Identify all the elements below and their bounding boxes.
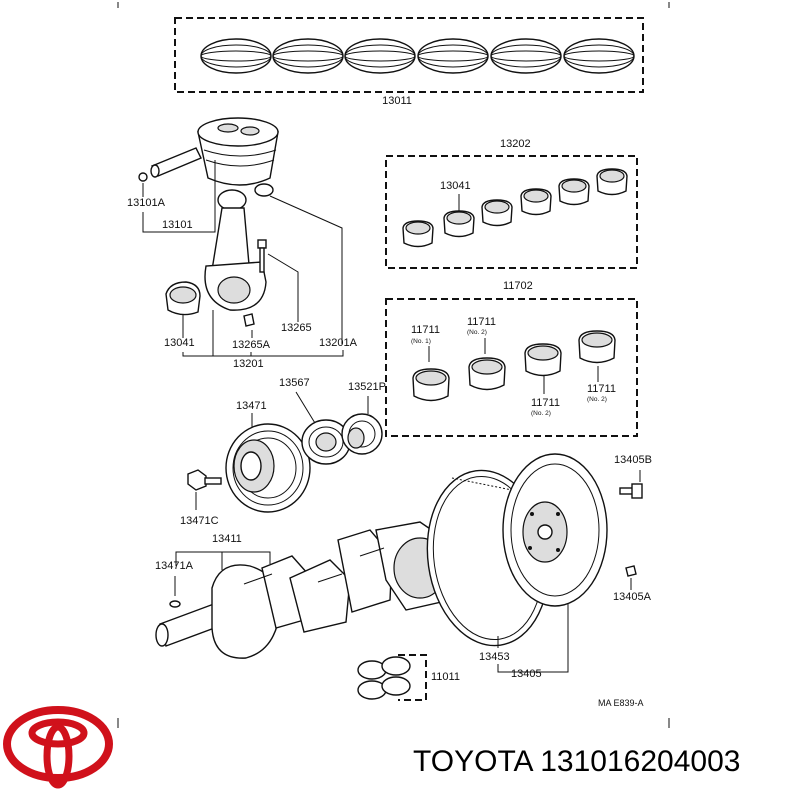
label-11711-b-no: (No. 2) [467, 329, 487, 336]
rod-bearing-frame [385, 155, 638, 269]
label-13011: 13011 [382, 95, 412, 107]
flywheel-group: 13405B 13405A 13453 13405 [426, 453, 652, 680]
small-end-bushing [254, 183, 274, 197]
flywheel [502, 453, 608, 607]
label-11711-d: 11711 [587, 383, 616, 395]
crank-pulley [225, 423, 311, 513]
piston-ring-set: 13011 [174, 17, 644, 107]
main-bearing-frame [385, 298, 638, 437]
label-13453: 13453 [479, 651, 510, 663]
label-13201: 13201 [233, 358, 264, 370]
label-13471C: 13471C [180, 515, 219, 527]
label-13411: 13411 [212, 533, 242, 545]
label-13041-rod: 13041 [164, 337, 195, 349]
connecting-rod-assembly: 13265 13041 13265A 13201A 13201 [164, 183, 358, 370]
label-11011: 11011 [431, 671, 460, 683]
label-11702: 11702 [503, 280, 533, 292]
flywheel-pin [625, 565, 637, 577]
crankshaft-group: 13411 13471A [155, 521, 459, 659]
label-11711-c: 11711 [531, 397, 560, 409]
connecting-rod [204, 189, 267, 311]
logo-vertical-ellipse [43, 723, 73, 789]
ring-set-frame [174, 17, 644, 93]
bearing-halves [357, 656, 411, 700]
toyota-logo [3, 706, 113, 789]
flywheel-bolt [619, 483, 643, 499]
piston-rings [200, 38, 635, 74]
crank-pin-bearing-set: 13202 13041 [385, 138, 638, 269]
label-11711-c-no: (No. 2) [531, 410, 551, 417]
logo-horizontal-ellipse [28, 718, 88, 748]
label-13567: 13567 [279, 377, 310, 389]
label-13041-set: 13041 [440, 180, 471, 192]
bearing-set-bracket [398, 654, 427, 701]
label-11711-a: 11711 [411, 324, 440, 336]
pulley-bolt [187, 469, 222, 491]
piston [197, 117, 279, 186]
crank-pulley-group: 13567 13521P 13471 13471C [180, 377, 386, 527]
crank-key [169, 600, 181, 608]
rod-nut [243, 313, 255, 327]
label-13202: 13202 [500, 138, 531, 150]
main-bearing-set: 11702 11711 (No. 1) 11711 (No. 2) 11711 … [385, 280, 638, 437]
label-13521P: 13521P [348, 381, 386, 393]
logo-outer-ellipse [3, 706, 113, 782]
piston-pin [150, 147, 202, 178]
label-13101A: 13101A [127, 197, 166, 209]
label-13471: 13471 [236, 400, 267, 412]
pin-snap-ring [138, 172, 148, 182]
brand-caption: TOYOTA 131016204003 [413, 745, 740, 778]
timing-sprocket [341, 413, 383, 455]
label-13471A: 13471A [155, 560, 194, 572]
rod-bolt [257, 239, 267, 273]
crankshaft-bearing-set: 11011 [357, 654, 460, 701]
label-13405A: 13405A [613, 591, 652, 603]
label-11711-a-no: (No. 1) [411, 338, 431, 345]
label-13101: 13101 [162, 219, 193, 231]
label-13405: 13405 [511, 668, 542, 680]
main-bearings [412, 330, 616, 402]
crankshaft [155, 521, 459, 659]
rod-bearings [402, 168, 628, 248]
label-13405B: 13405B [614, 454, 652, 466]
label-13265: 13265 [281, 322, 312, 334]
diagram-code: MA E839-A [598, 698, 644, 708]
label-13201A: 13201A [319, 337, 358, 349]
label-11711-b: 11711 [467, 316, 496, 328]
label-13265A: 13265A [232, 339, 271, 351]
rod-bearing-lower [165, 281, 201, 316]
label-11711-d-no: (No. 2) [587, 396, 607, 403]
piston-assembly: 13101A 13101 [127, 117, 279, 233]
